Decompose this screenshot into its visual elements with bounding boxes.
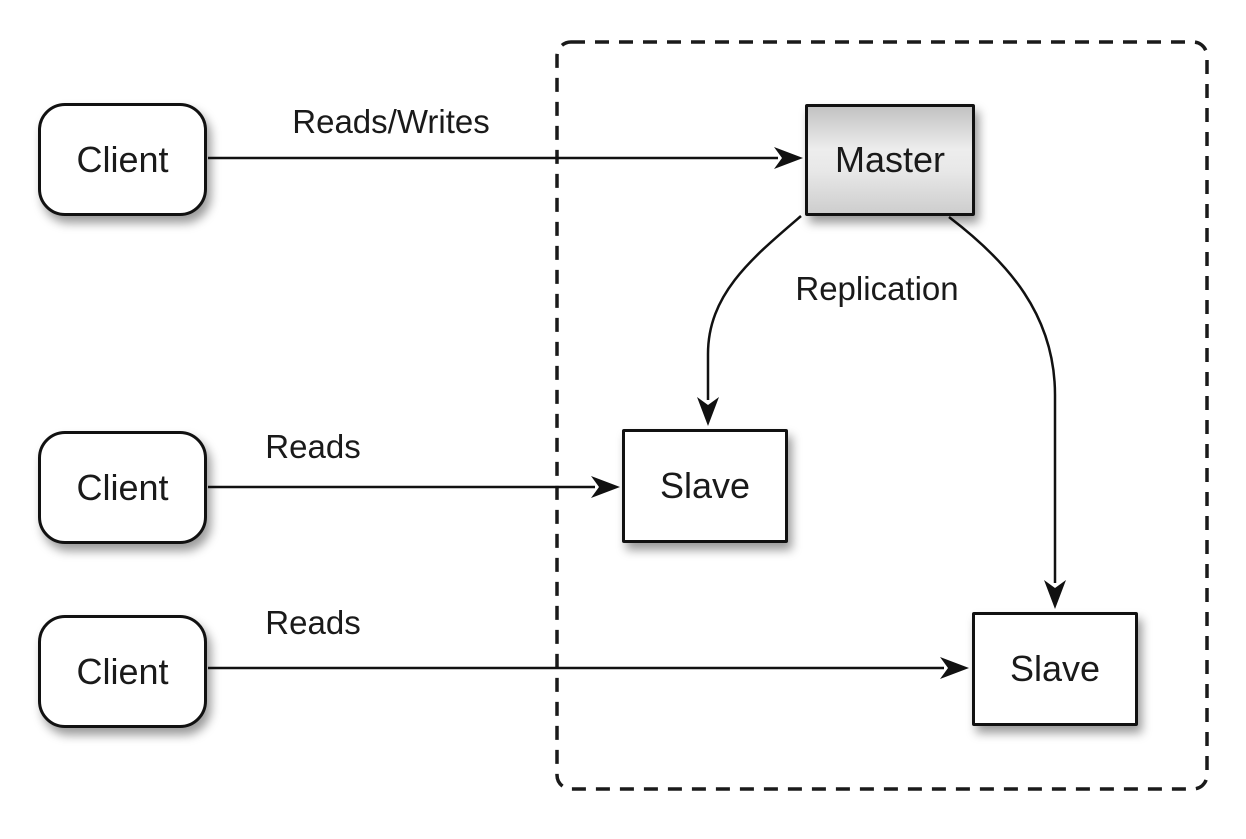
edge-master-to-slave2-arrowhead-icon xyxy=(1044,580,1066,609)
node-client-1-label: Client xyxy=(76,138,169,180)
edge-label-reads-writes: Reads/Writes xyxy=(292,103,490,140)
node-client-3-label: Client xyxy=(76,650,169,692)
edge-label-replication: Replication xyxy=(795,270,959,307)
node-client-1: Client xyxy=(38,103,207,216)
node-slave-1-label: Slave xyxy=(659,465,751,506)
node-slave-2: Slave xyxy=(972,612,1138,726)
node-slave-2-label: Slave xyxy=(1009,648,1101,689)
edge-label-reads-top: Reads xyxy=(265,428,361,465)
edge-client1-to-master-arrowhead-icon xyxy=(774,147,803,169)
edge-label-reads-bottom: Reads xyxy=(265,604,361,641)
edge-client2-to-slave1-arrowhead-icon xyxy=(591,476,620,498)
edge-master-to-slave2-curve xyxy=(948,216,1057,583)
edge-master-to-slave1-arrowhead-icon xyxy=(697,397,719,426)
edge-master-to-slave1-curve xyxy=(706,215,802,400)
edge-client3-to-slave2-arrowhead-icon xyxy=(940,657,969,679)
node-master: Master xyxy=(805,104,975,216)
node-slave-1: Slave xyxy=(622,429,788,543)
replication-group-dashed-border xyxy=(555,40,1209,791)
node-client-2: Client xyxy=(38,431,207,544)
node-master-label: Master xyxy=(834,139,946,180)
node-client-3: Client xyxy=(38,615,207,728)
node-client-2-label: Client xyxy=(76,466,169,508)
